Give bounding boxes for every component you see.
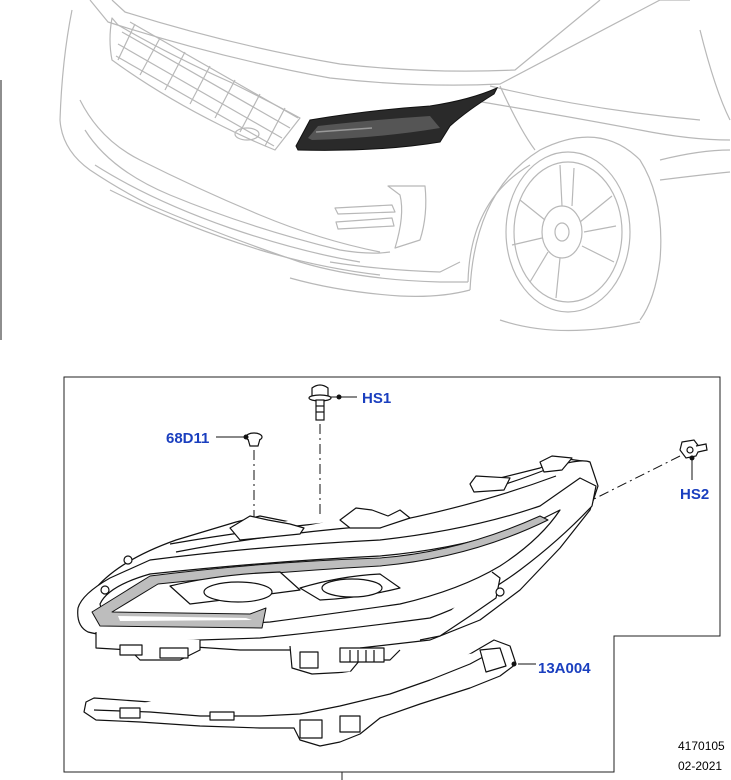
headlamp-assembly: [77, 455, 599, 675]
callout-hs2: HS2: [680, 486, 709, 503]
callout-13a004: 13A004: [538, 660, 591, 677]
illustration-number: 4170105: [678, 739, 725, 753]
clip-68d11: [245, 432, 263, 447]
callout-68d11: 68D11: [166, 430, 209, 447]
callout-hs1: HS1: [362, 390, 391, 407]
headlamp-location-highlight: [295, 86, 499, 151]
screw-hs2: [679, 439, 708, 459]
detail-frame: [63, 376, 721, 773]
illustration-date: 02-2021: [678, 759, 722, 773]
vehicle-overview: [0, 0, 731, 340]
bracket-13a004: [83, 639, 517, 747]
bolt-hs1: [308, 384, 332, 421]
